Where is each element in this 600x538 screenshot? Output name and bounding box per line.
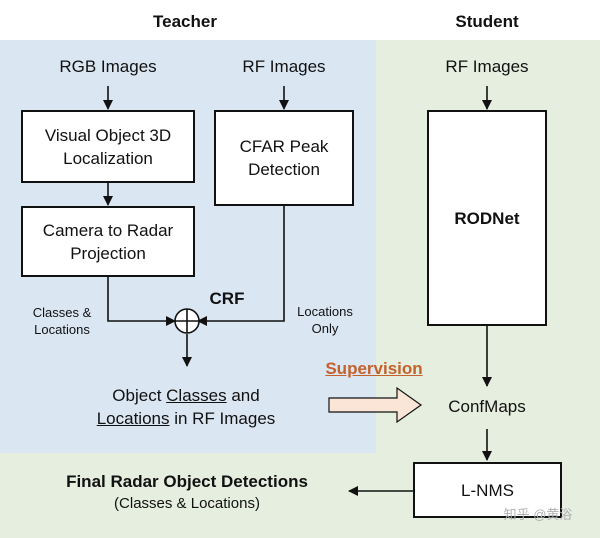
- projection-box: Camera to Radar Projection: [21, 206, 195, 277]
- watermark: 知乎 @黄浴: [503, 507, 573, 522]
- arrow-cfar-to-crf: [197, 206, 285, 326]
- crf-icon: [174, 308, 200, 334]
- supervision-label: Supervision: [325, 359, 423, 378]
- output-prefix: Object: [112, 386, 167, 405]
- lnms-box: L-NMS: [413, 462, 562, 518]
- arrow-projection-to-crf: [107, 277, 176, 326]
- visual-localization-box: Visual Object 3D Localization: [21, 110, 195, 183]
- teacher-rf-images-label: RF Images: [242, 57, 326, 76]
- output-classes: Classes: [166, 386, 227, 405]
- crf-label: CRF: [209, 289, 245, 308]
- rodnet-box: RODNet: [427, 110, 547, 326]
- output-middle: and: [226, 386, 260, 405]
- supervision-arrow: [328, 386, 423, 424]
- confmaps-label: ConfMaps: [448, 397, 526, 416]
- final-detections-title: Final Radar Object Detections: [66, 472, 308, 491]
- teacher-heading: Teacher: [153, 12, 217, 31]
- teacher-output-line-1: Object Classes and: [70, 386, 302, 406]
- locations-only-label: Locations Only: [297, 304, 353, 336]
- rgb-images-label: RGB Images: [59, 57, 157, 76]
- student-rf-images-label: RF Images: [445, 57, 529, 76]
- final-detections-subtitle: (Classes & Locations): [114, 495, 260, 512]
- output-suffix: in RF Images: [169, 409, 276, 428]
- output-locations: Locations: [96, 409, 170, 428]
- teacher-output-line-2: Locations in RF Images: [60, 409, 312, 429]
- student-heading: Student: [455, 12, 519, 31]
- cfar-box: CFAR Peak Detection: [214, 110, 354, 206]
- classes-locations-label: Classes & Locations: [32, 305, 92, 337]
